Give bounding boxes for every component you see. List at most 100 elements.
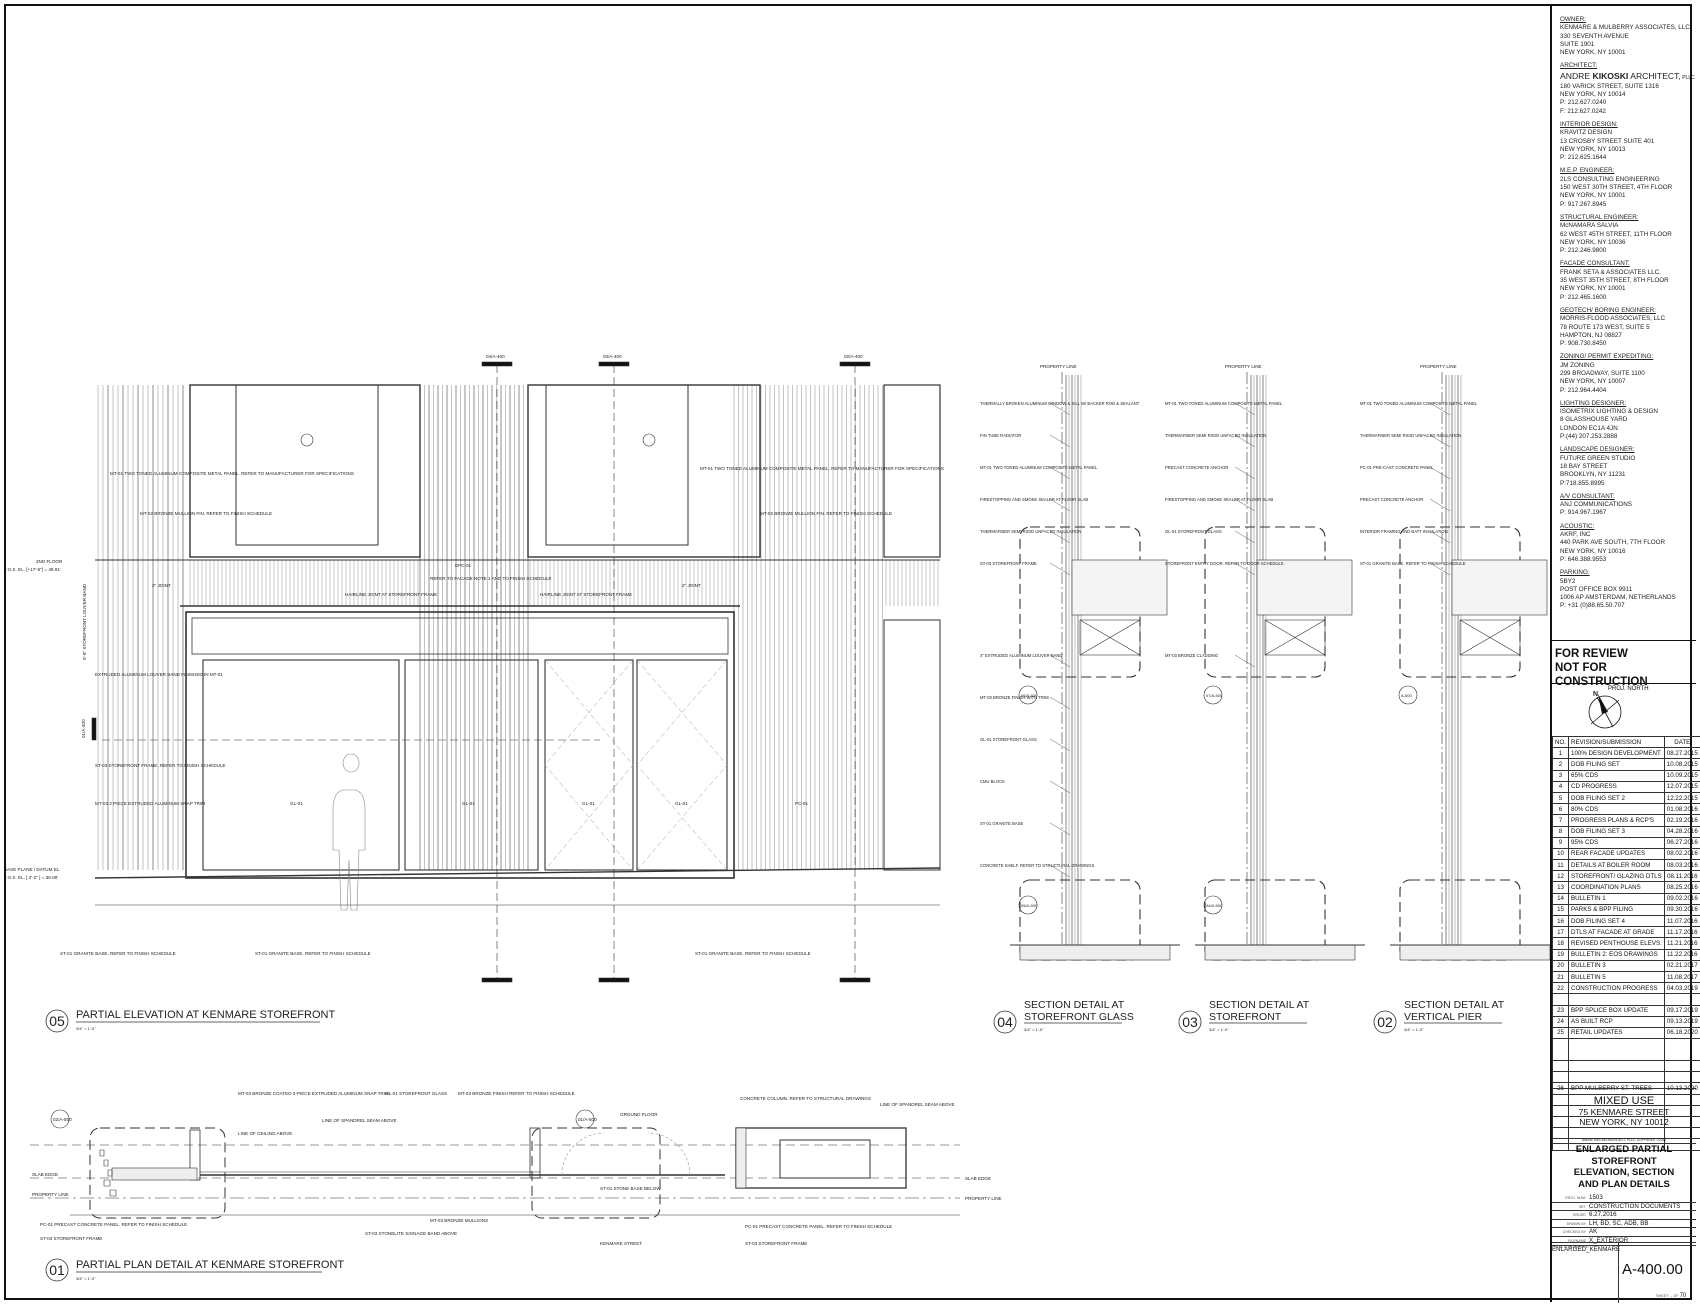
consultant-line: FUTURE GREEN STUDIO <box>1560 454 1636 462</box>
meta-value: AK <box>1589 1228 1598 1236</box>
plan-title: 01 PARTIAL PLAN DETAIL AT KENMARE STOREF… <box>45 1258 344 1282</box>
leader-line <box>1049 530 1071 544</box>
revision-number: 6 <box>1551 803 1570 816</box>
revision-date: 09.30.2016 <box>1663 903 1700 917</box>
revision-description: BULLETIN 1 <box>1568 892 1665 905</box>
revision-number: 7 <box>1551 814 1570 827</box>
note-snap-trim: MT-03 2 PIECE EXTRUDED ALUMINUM SNAP TRI… <box>95 801 205 806</box>
revision-number <box>1551 1138 1570 1151</box>
callout-bubble <box>1398 685 1418 705</box>
consultant-block: OWNER:KENMARE & MULBERRY ASSOCIATES, LLC… <box>1560 16 1696 57</box>
leader-line <box>1429 530 1451 544</box>
leader-line <box>1049 498 1071 512</box>
consultant-line: NEW YORK, NY 10036 <box>1560 238 1626 246</box>
meta-value: 6.27.2016 <box>1589 1211 1617 1219</box>
consultant-line: 1006 AP AMSTERDAM, NETHERLANDS <box>1560 594 1676 602</box>
revision-date: 09.13.2019 <box>1663 1015 1700 1028</box>
upper-window-left-inner <box>235 384 379 546</box>
plan-note-bronze: MT-03 BRONZE FINISH REFER TO FINISH SCHE… <box>458 1091 575 1096</box>
section-note: MT-01 TWO TONED ALUMINUM COMPOSITE METAL… <box>1165 401 1283 406</box>
foundation-slab <box>1399 944 1550 961</box>
consultant-role: LIGHTING DESIGNER: <box>1560 399 1627 407</box>
detail-number: 03 <box>1182 1014 1198 1030</box>
consultant-line: MORRIS-FLOOD ASSOCIATES, LLC <box>1560 315 1666 323</box>
section-title-line-2: STOREFRONT <box>1209 1011 1282 1023</box>
revision-description: BULLETIN 5 <box>1568 970 1665 984</box>
consultant-line: 440 PARK AVE SOUTH, 7TH FLOOR <box>1560 539 1666 547</box>
consultant-line: McNAMARA SALVIA <box>1560 222 1619 230</box>
project-address-2: NEW YORK, NY 10012 <box>1579 1117 1669 1127</box>
consultant-line: KENMARE & MULBERRY ASSOCIATES, LLC <box>1560 24 1690 32</box>
label-spandrel-seam-right: LINE OF SPANDREL SEAM ABOVE <box>880 1102 955 1107</box>
consultant-role: A/V CONSULTANT: <box>1560 492 1615 500</box>
revision-description: BULLETIN 3 <box>1568 959 1665 972</box>
leader-line <box>1049 738 1071 752</box>
revision-number: 14 <box>1551 892 1570 905</box>
consultant-role: FACADE CONSULTANT: <box>1560 260 1630 268</box>
callout-02-a500: 02/A-500 <box>53 1117 72 1122</box>
section-note: CONCRETE SHELF. REFER TO STRUCTURAL DRAW… <box>980 863 1094 868</box>
revision-date: 08.11.2016 <box>1663 870 1700 883</box>
section-note: 4" EXTRUDED ALUMINUM LOUVER BAND <box>980 653 1062 658</box>
revision-row <box>1551 1138 1700 1151</box>
sheet-of-label: SHEET -- OF <box>1656 1294 1679 1298</box>
revision-date: 08.03.2016 <box>1663 859 1700 872</box>
consultant-block: FACADE CONSULTANT:FRANK SETA & ASSOCIATE… <box>1560 260 1696 301</box>
revision-date: 12.07.2015 <box>1663 780 1700 793</box>
north-label: PROJ. NORTH <box>1608 686 1649 692</box>
revision-description: DOB FILING SET 4 <box>1568 914 1665 928</box>
consultant-line: F: 212.627.0242 <box>1560 107 1606 115</box>
stamp-line-1: FOR REVIEW <box>1555 648 1628 660</box>
elevation-labels: 04/A-400 03/A-400 02/A-400 01/A-400 2ND … <box>4 354 944 956</box>
consultant-block: GEOTECH/ BORING ENGINEER:MORRIS-FLOOD AS… <box>1560 307 1696 348</box>
human-scale-figure <box>332 753 366 911</box>
consultant-block: LIGHTING DESIGNER:ISOMETRIX LIGHTING & D… <box>1560 400 1696 441</box>
label-slab-edge: SLAB EDGE <box>32 1172 58 1177</box>
sheet-border <box>4 4 1692 1300</box>
radiator-cross <box>1459 619 1521 656</box>
label-ceiling-above: LINE OF CEILING ABOVE <box>238 1131 292 1136</box>
plan-note-mullions: MT-03 BRONZE MULLIONS <box>430 1218 488 1223</box>
partial-elevation <box>91 361 941 983</box>
callout-bubble <box>1203 685 1223 705</box>
meta-value: CONSTRUCTION DOCUMENTS <box>1589 1202 1681 1210</box>
level-base-plane: BASE PLANE / DATUM EL. <box>4 867 61 872</box>
revision-date: 09.02.2016 <box>1663 892 1700 905</box>
revision-description: BPP SPLICE BOX UPDATE <box>1568 1004 1665 1017</box>
consultant-line: 35 WEST 35TH STREET, 8TH FLOOR <box>1560 277 1669 285</box>
revision-number: 22 <box>1551 982 1570 995</box>
detail-number: 05 <box>49 1013 65 1029</box>
revision-number: 17 <box>1551 926 1570 939</box>
callout-bubble-right <box>575 1109 595 1129</box>
plan-pier-mid <box>529 1127 541 1179</box>
leader-line <box>1049 864 1071 878</box>
floor-slab <box>1071 559 1168 616</box>
revision-date: 11.07.2016 <box>1663 914 1700 928</box>
cut-label-02: 02/A-400 <box>844 354 863 359</box>
sheet-title-line: ENLARGED PARTIAL <box>1575 1144 1673 1155</box>
section-title-line-1: SECTION DETAIL AT <box>1404 999 1505 1011</box>
consultant-role: M.E.P. ENGINEER: <box>1560 167 1615 175</box>
louver-band <box>191 617 729 655</box>
consultant-line: 330 SEVENTH AVENUE <box>1560 32 1629 40</box>
consultant-line: LONDON EC1A 4JN <box>1560 424 1618 432</box>
revision-description <box>1568 1071 1665 1084</box>
callout-bubble <box>1203 895 1223 915</box>
consultant-line: 299 BROADWAY, SUITE 1100 <box>1560 369 1645 377</box>
sheet-title-line: ELEVATION, SECTION <box>1573 1167 1675 1178</box>
revision-description: BULLETIN 2: EOS DRAWINGS <box>1568 948 1665 961</box>
revision-number: 10 <box>1551 847 1570 861</box>
